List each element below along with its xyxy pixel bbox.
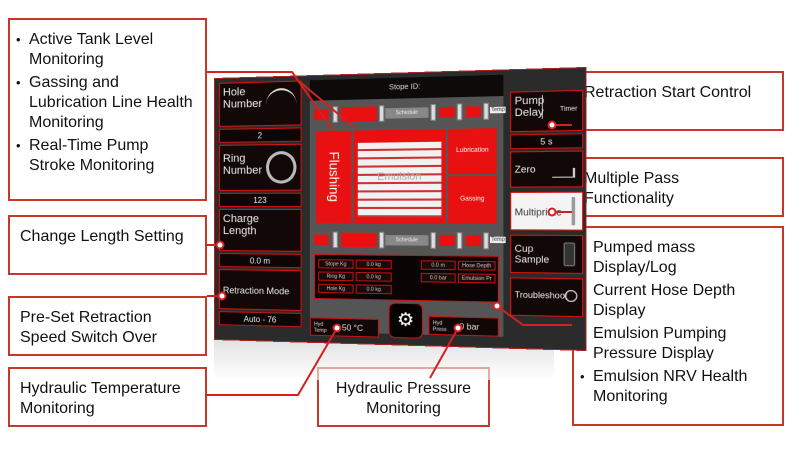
control-screen: Hole Number 2 Ring Number 123 Charge Len… xyxy=(214,66,587,352)
valve-post xyxy=(378,105,385,122)
callout-text: Multiple Pass Functionality xyxy=(584,170,680,207)
valve-post xyxy=(456,232,463,250)
pipe-top xyxy=(465,106,482,118)
troubleshoot-label: Troubleshoot xyxy=(514,290,568,301)
valve-post xyxy=(378,231,385,249)
ring-icon xyxy=(265,150,297,184)
valve-post xyxy=(456,103,463,121)
hyd-temp-display: Hyd Temp -50 °C xyxy=(309,317,379,338)
callout-text: Hydraulic Temperature Monitoring xyxy=(20,380,181,417)
valve-post xyxy=(332,231,338,249)
gears-icon[interactable]: ⚙ xyxy=(388,302,423,339)
lubrication-tank[interactable]: Lubrication xyxy=(447,128,497,175)
valve-post xyxy=(483,102,489,120)
callout-hyd-temp: Hydraulic Temperature Monitoring xyxy=(8,367,207,427)
hyd-temp-value: -50 °C xyxy=(339,323,364,334)
mass-value: 0.0 kg xyxy=(355,284,392,295)
callout-item: Emulsion Pumping Pressure Display xyxy=(580,324,776,364)
timer-label: Timer xyxy=(560,106,578,114)
cup-sample-button[interactable]: Cup Sample xyxy=(510,234,584,275)
multiprime-button[interactable]: Multiprime xyxy=(510,191,584,231)
pump-delay-value: 5 s xyxy=(510,133,584,150)
mass-value: 0.0 kg xyxy=(355,259,392,270)
multiprime-label: Multiprime xyxy=(514,206,562,218)
cup-sample-label: Cup Sample xyxy=(514,243,550,265)
callout-item: Active Tank Level Monitoring xyxy=(16,30,199,70)
mass-label: Ring Kg xyxy=(318,271,354,282)
magnifier-icon xyxy=(564,289,578,303)
valve-post xyxy=(430,232,436,249)
flushing-tank[interactable]: Flushing xyxy=(316,130,352,224)
callout-item: Emulsion NRV Health Monitoring xyxy=(580,367,776,407)
ring-number-button[interactable]: Ring Number xyxy=(218,143,302,191)
pipe-bottom xyxy=(439,235,455,246)
troubleshoot-button[interactable]: Troubleshoot xyxy=(510,277,584,318)
callout-item: Gassing and Lubrication Line Health Moni… xyxy=(16,73,199,133)
pump-delay-button[interactable]: Pump Delay Timer xyxy=(510,89,584,133)
mass-value: 0.0 kg xyxy=(355,271,392,282)
hose-depth-label: Hose Depth xyxy=(457,260,496,271)
callout-text: Hydraulic Pressure Monitoring xyxy=(335,380,472,417)
hole-number-button[interactable]: Hole Number xyxy=(218,80,302,127)
retraction-mode-label: Retraction Mode xyxy=(222,285,290,297)
pump-delay-label: Pump Delay xyxy=(514,95,545,120)
sunburst-icon xyxy=(265,87,297,121)
bar-chart-icon xyxy=(552,167,576,178)
ring-number-value: 123 xyxy=(218,192,302,207)
zero-button[interactable]: Zero xyxy=(510,150,584,188)
callout-item: Pumped mass Display/Log xyxy=(580,238,776,278)
slider-icon xyxy=(571,197,576,226)
callout-text: Pre-Set Retraction Speed Switch Over xyxy=(20,309,157,346)
schedule-label: Schedule xyxy=(385,234,429,246)
hyd-press-value: 0 bar xyxy=(459,321,480,332)
hose-depth-value: 0.0 m xyxy=(420,260,456,271)
callout-change-length: Change Length Setting xyxy=(8,215,207,275)
callout-retraction-speed: Pre-Set Retraction Speed Switch Over xyxy=(8,296,207,356)
callout-multiple-pass: Multiple Pass Functionality xyxy=(572,157,784,217)
stope-id-label: Stope ID: xyxy=(309,74,504,101)
temp-tag: Temp xyxy=(489,236,506,244)
zero-label: Zero xyxy=(514,163,536,175)
mass-label: Hole Kg xyxy=(318,283,354,294)
callout-tank-level: Active Tank Level Monitoring Gassing and… xyxy=(8,18,207,201)
emulsion-tank[interactable]: Emulsion xyxy=(353,129,446,224)
hyd-press-display: Hyd Press 0 bar xyxy=(428,315,499,337)
cup-icon xyxy=(563,242,576,267)
schedule-label: Schedule xyxy=(385,107,429,119)
retraction-mode-button[interactable]: Retraction Mode xyxy=(218,269,302,311)
schematic-area: Stope ID: Schedule Temp Flushing Emulsio… xyxy=(309,74,506,339)
temp-tag: Temp xyxy=(489,106,506,114)
mass-panel: Stope Kg 0.0 kg Ring Kg 0.0 kg Hole Kg 0… xyxy=(313,253,499,303)
charge-length-button[interactable]: Charge Length xyxy=(218,209,302,252)
callout-text: Change Length Setting xyxy=(20,228,184,245)
callout-text: Retraction Start Control xyxy=(584,84,752,101)
retraction-mode-value: Auto - 76 xyxy=(218,311,302,328)
hyd-temp-label: Hyd Temp xyxy=(313,321,327,334)
valve-post xyxy=(483,232,489,250)
valve-post xyxy=(430,103,436,121)
emulsion-pressure-value: 0.0 bar xyxy=(420,272,456,283)
pipe-bottom xyxy=(341,232,377,248)
pipe-bottom xyxy=(313,234,329,245)
pipe-bottom xyxy=(465,235,482,247)
pipe-top xyxy=(341,106,377,122)
pipe-top xyxy=(439,106,455,118)
hole-number-label: Hole Number xyxy=(222,86,263,111)
callout-item: Current Hose Depth Display xyxy=(580,281,776,321)
charge-length-value: 0.0 m xyxy=(218,253,302,269)
hyd-press-label: Hyd Press xyxy=(432,320,447,334)
pipe-top xyxy=(313,109,329,121)
callout-retraction-start: Retraction Start Control xyxy=(572,71,784,131)
emulsion-level: Emulsion xyxy=(357,141,442,218)
ring-number-label: Ring Number xyxy=(222,152,263,177)
callout-item: Real-Time Pump Stroke Monitoring xyxy=(16,136,199,176)
callout-pumped-mass: Pumped mass Display/Log Current Hose Dep… xyxy=(572,226,784,426)
charge-length-label: Charge Length xyxy=(222,213,259,238)
hole-number-value: 2 xyxy=(218,127,302,143)
mass-label: Stope Kg xyxy=(318,259,354,269)
emulsion-pressure-label: Emulsion Pr xyxy=(457,273,496,284)
valve-post xyxy=(332,106,338,123)
gassing-tank[interactable]: Gassing xyxy=(447,176,497,224)
